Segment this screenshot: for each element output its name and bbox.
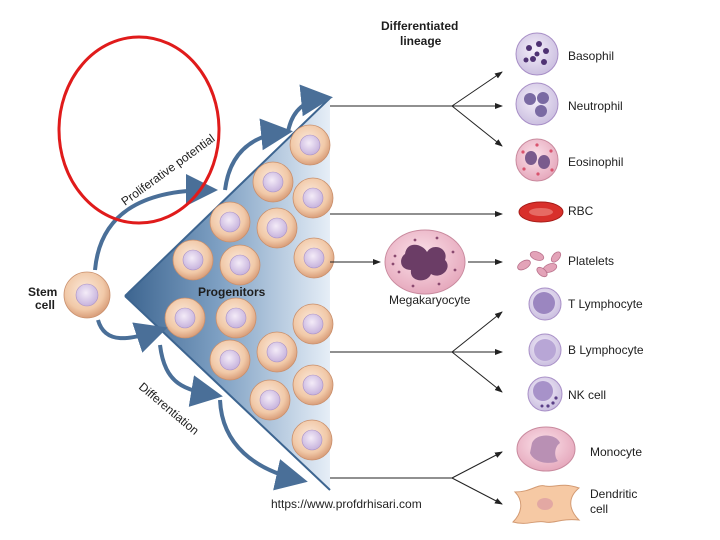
lineage-label-monocyte: Monocyte <box>590 445 642 459</box>
t-lymphocyte-icon <box>528 287 562 321</box>
stem-cell-label-line2: cell <box>35 298 55 312</box>
annotation-circle <box>57 35 221 225</box>
stem-cell <box>63 271 111 319</box>
basophil-icon <box>515 32 559 76</box>
platelets-icon <box>517 251 562 278</box>
neutrophil-icon <box>515 82 559 126</box>
progenitors-label: Progenitors <box>198 285 266 299</box>
stem-cell-label-line1: Stem <box>28 285 57 299</box>
lineage-label-b-lymphocyte: B Lymphocyte <box>568 343 644 357</box>
flow-arrows <box>93 84 333 491</box>
proliferative-potential-label: Proliferative potential <box>119 131 218 208</box>
footer-url-link[interactable]: https://www.profdrhisari.com <box>271 497 422 511</box>
lineage-label-neutrophil: Neutrophil <box>568 99 623 113</box>
lineage-label-rbc: RBC <box>568 204 594 218</box>
lineage-label-dendritic-line1: Dendritic <box>590 487 637 501</box>
monocyte-icon <box>516 426 576 472</box>
lineage-label-t-lymphocyte: T Lymphocyte <box>568 297 643 311</box>
rbc-icon <box>518 201 564 223</box>
megakaryocyte-label: Megakaryocyte <box>389 293 471 307</box>
lineage-label-nk-cell: NK cell <box>568 388 606 402</box>
lineage-label-platelets: Platelets <box>568 254 614 268</box>
header-line2: lineage <box>400 34 442 48</box>
lineage-label-eosinophil: Eosinophil <box>568 155 623 169</box>
lineage-label-basophil: Basophil <box>568 49 614 63</box>
lineage-label-dendritic-line2: cell <box>590 502 608 516</box>
megakaryocyte-icon <box>384 229 466 295</box>
dendritic-cell-icon <box>512 484 581 524</box>
nk-cell-icon <box>527 376 563 412</box>
lineage-connectors <box>330 71 503 505</box>
b-lymphocyte-icon <box>528 333 562 367</box>
header-line1: Differentiated <box>381 19 458 33</box>
eosinophil-icon <box>515 138 559 182</box>
